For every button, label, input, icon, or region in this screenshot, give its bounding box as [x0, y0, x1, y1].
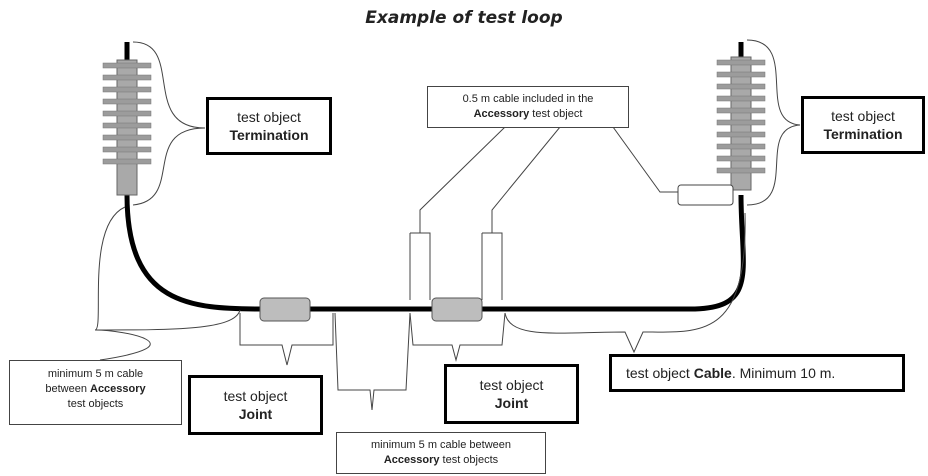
label-termination-right: test object Termination — [801, 96, 925, 154]
termination-fin — [716, 71, 766, 78]
label-accessory-cable: 0.5 m cable included in the Accessory te… — [427, 86, 629, 128]
termination-fin — [716, 119, 766, 126]
termination-fin — [716, 131, 766, 138]
termination-fin — [716, 167, 766, 174]
pointer-accessory-2 — [491, 126, 561, 233]
cable-loop — [124, 194, 746, 312]
termination-fin — [102, 158, 152, 165]
termination-fin — [102, 74, 152, 81]
termination-fin — [102, 122, 152, 129]
termination-left-icon — [102, 59, 152, 196]
brace-cable — [504, 212, 746, 354]
termination-fin — [716, 59, 766, 66]
termination-fin — [102, 86, 152, 93]
termination-fin — [102, 98, 152, 105]
termination-fin — [716, 107, 766, 114]
label-min-cable-center: minimum 5 m cable between Accessory test… — [336, 432, 546, 474]
termination-right-connector — [677, 184, 734, 206]
termination-fin — [102, 62, 152, 69]
pointer-accessory-3 — [612, 126, 680, 193]
termination-fin — [716, 95, 766, 102]
termination-fin — [102, 110, 152, 117]
brace-termination-right — [746, 39, 801, 206]
joint-left-icon — [259, 297, 311, 322]
pointer-accessory-1 — [419, 126, 506, 233]
brace-joint-right — [409, 312, 506, 362]
termination-fin — [102, 146, 152, 153]
accessory-cable-marker-2 — [481, 232, 503, 300]
termination-fin — [716, 143, 766, 150]
termination-right-icon — [716, 56, 766, 191]
termination-fin — [716, 83, 766, 90]
label-termination-left: test object Termination — [206, 97, 332, 155]
termination-fin — [716, 155, 766, 162]
brace-joint-left — [239, 313, 334, 366]
label-joint-left: test object Joint — [188, 375, 323, 435]
termination-fin — [102, 134, 152, 141]
brace-termination-left — [132, 41, 206, 206]
label-joint-right: test object Joint — [444, 364, 579, 424]
label-cable: test object Cable. Minimum 10 m. — [609, 354, 905, 392]
brace-min-cable-center — [334, 312, 411, 411]
diagram-title: Example of test loop — [365, 8, 563, 28]
brace-min-cable-left — [94, 206, 241, 361]
joint-right-icon — [431, 297, 483, 322]
accessory-cable-marker-1 — [409, 232, 431, 300]
label-min-cable-left: minimum 5 m cable between Accessory test… — [9, 360, 182, 425]
